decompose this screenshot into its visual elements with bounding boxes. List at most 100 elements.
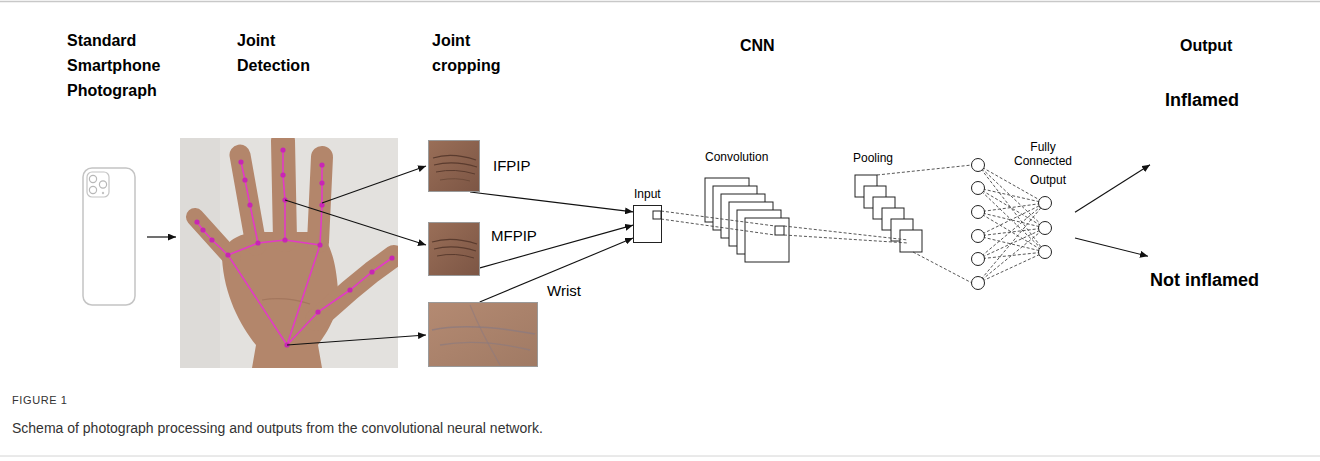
dashed-link bbox=[978, 203, 1045, 283]
neuron-circle bbox=[1039, 222, 1052, 235]
dashed-link bbox=[978, 236, 1045, 252]
dashed-link bbox=[978, 188, 1045, 203]
keypoint-dot bbox=[319, 162, 324, 167]
keypoint-dot bbox=[242, 177, 247, 182]
keypoint-dot bbox=[280, 172, 285, 177]
column-heading: Standard Smartphone Photograph bbox=[67, 28, 187, 103]
neuron-circle bbox=[972, 182, 985, 195]
dashed-link bbox=[661, 211, 775, 226]
layer-label: Fully Connected bbox=[1005, 140, 1081, 168]
smartphone-icon bbox=[89, 175, 96, 182]
output-layer: Output bbox=[1025, 170, 1075, 262]
neuron-circle bbox=[972, 159, 985, 172]
joint-crop-image bbox=[428, 302, 538, 367]
hand-photo bbox=[283, 141, 285, 240]
class-label: Inflamed bbox=[1165, 88, 1239, 112]
joint-crop-image bbox=[470, 305, 500, 365]
layer-label: Pooling bbox=[853, 151, 923, 166]
hand-photo bbox=[180, 138, 398, 368]
keypoint-dot bbox=[389, 255, 394, 260]
column-heading: Joint Detection bbox=[237, 28, 337, 78]
class-output: Not inflamed bbox=[1148, 250, 1283, 294]
smartphone-icon bbox=[83, 168, 135, 305]
neuron-circle bbox=[1039, 197, 1052, 210]
class-label: Not inflamed bbox=[1150, 268, 1259, 292]
neuron-circle bbox=[1039, 246, 1052, 259]
dashed-link bbox=[978, 228, 1045, 236]
joint-crop: MFPIP bbox=[428, 222, 480, 276]
dashed-link bbox=[784, 226, 908, 240]
dashed-link bbox=[661, 165, 1045, 283]
keypoint-bone bbox=[241, 162, 258, 243]
frame-rule bbox=[0, 456, 1320, 457]
dashed-link bbox=[978, 188, 1045, 228]
figure-caption: Schema of photograph processing and outp… bbox=[12, 419, 1302, 437]
smartphone-icon bbox=[102, 192, 104, 194]
layer-label: Input bbox=[634, 187, 661, 202]
connector-arrow bbox=[1075, 238, 1148, 256]
connector-arrow bbox=[470, 192, 633, 212]
keypoint-bone bbox=[287, 258, 392, 345]
keypoint-dot bbox=[209, 237, 214, 242]
column-heading: CNN bbox=[740, 33, 820, 58]
crop-pointer bbox=[285, 166, 426, 345]
hand-photo bbox=[195, 217, 232, 258]
neuron-circle bbox=[972, 277, 985, 290]
joint-crop-image bbox=[428, 140, 480, 192]
joint-crop-image bbox=[428, 222, 480, 276]
crop-pointer bbox=[322, 166, 426, 203]
joint-crop-image bbox=[440, 342, 530, 350]
dashed-link bbox=[978, 252, 1045, 283]
cnn-layers bbox=[900, 230, 922, 252]
smartphone-icon bbox=[83, 168, 135, 305]
joint-crop-image bbox=[440, 179, 470, 181]
joint-crop-image bbox=[432, 239, 477, 244]
joint-crop-image bbox=[434, 163, 477, 167]
neuron-circle bbox=[972, 206, 985, 219]
figure-number: FIGURE 1 bbox=[12, 393, 212, 407]
keypoint-dot bbox=[280, 147, 285, 152]
joint-name: Wrist bbox=[547, 282, 581, 300]
input-layer: Input bbox=[633, 205, 662, 243]
neuron-circle bbox=[972, 230, 985, 243]
crop-pointer bbox=[287, 335, 426, 345]
dashed-link bbox=[978, 212, 1045, 252]
dashed-link bbox=[877, 165, 972, 175]
frame-rule bbox=[0, 1, 1320, 3]
joint-name: IFPIP bbox=[493, 157, 531, 175]
joint-crop-image bbox=[436, 170, 475, 174]
smartphone-icon bbox=[87, 172, 109, 197]
class-output: Inflamed bbox=[1150, 88, 1260, 168]
keypoint-dot bbox=[319, 202, 324, 207]
keypoint-bone bbox=[228, 240, 320, 255]
neuron-circle bbox=[972, 253, 985, 266]
joint-crop-image bbox=[433, 155, 476, 160]
layer-label: Convolution bbox=[705, 150, 795, 165]
smartphone-icon bbox=[89, 186, 96, 193]
dashed-link bbox=[784, 235, 908, 243]
dashed-link bbox=[978, 252, 1045, 259]
joint-crop-image bbox=[437, 254, 474, 258]
joint-name: MFPIP bbox=[491, 227, 537, 245]
connector-arrow bbox=[1075, 165, 1150, 213]
cnn-layers bbox=[775, 226, 784, 235]
keypoint-dot bbox=[194, 219, 199, 224]
dashed-link bbox=[661, 219, 775, 235]
keypoint-dot bbox=[225, 252, 230, 257]
connector-arrow bbox=[480, 225, 633, 268]
flow-arrow bbox=[147, 237, 176, 238]
hand-photo bbox=[180, 138, 220, 368]
dashed-link bbox=[978, 203, 1045, 212]
keypoint-bone bbox=[197, 222, 287, 345]
keypoint-dot bbox=[255, 240, 260, 245]
crop-pointer bbox=[285, 200, 426, 245]
keypoint-dot bbox=[315, 309, 320, 314]
joint-crop-image bbox=[428, 140, 538, 367]
column-heading: Output bbox=[1180, 33, 1270, 58]
keypoint-bone bbox=[287, 165, 322, 345]
connector-group bbox=[470, 165, 1150, 302]
column-heading: Joint cropping bbox=[432, 28, 512, 78]
